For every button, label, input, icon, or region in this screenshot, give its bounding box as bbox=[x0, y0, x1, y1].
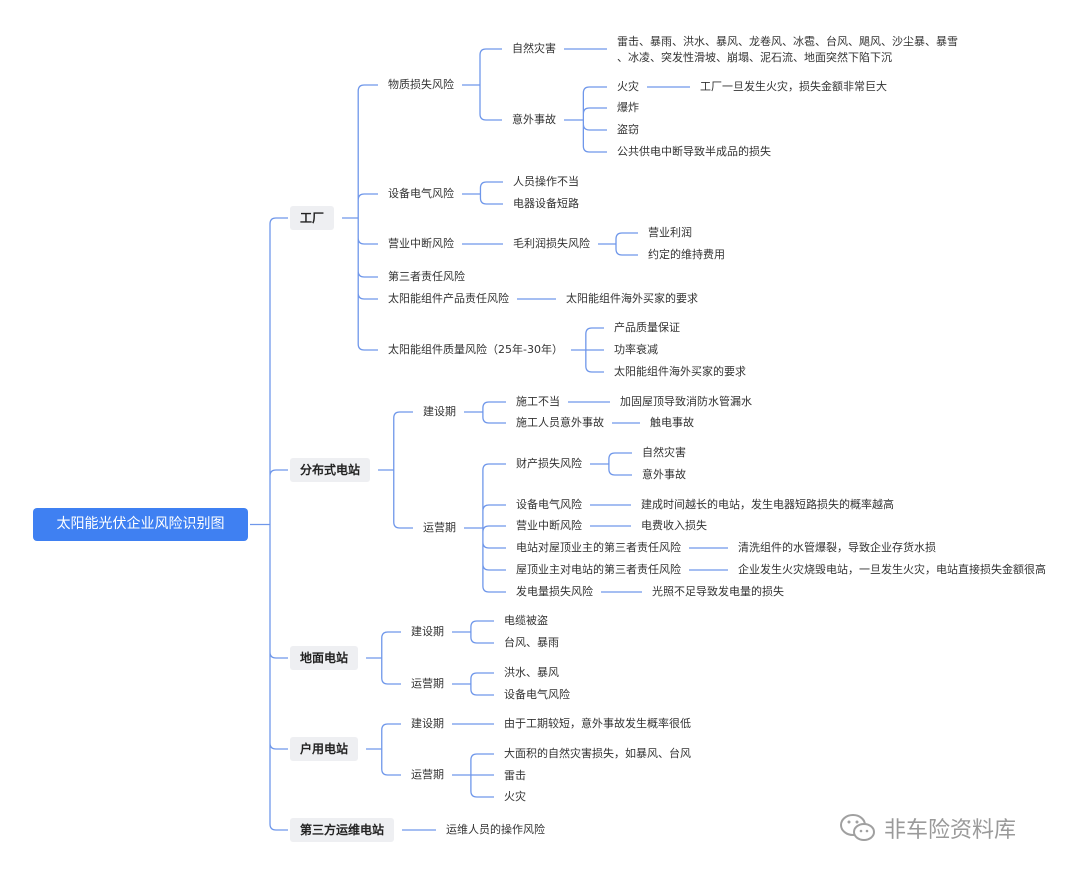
connector-h bbox=[366, 723, 401, 776]
natural-detail-line2: 、冰凌、突发性滑坡、崩塌、泥石流、地面突然下陷下沉 bbox=[617, 51, 892, 64]
node-property-loss[interactable]: 财产损失风险 bbox=[516, 457, 582, 470]
node-power-outage[interactable]: 公共供电中断导致半成品的损失 bbox=[617, 145, 771, 158]
node-household[interactable]: 户用电站 bbox=[290, 737, 359, 761]
connector-g2 bbox=[452, 672, 494, 696]
node-typhoon[interactable]: 台风、暴雨 bbox=[504, 636, 559, 649]
node-note[interactable]: 电费收入损失 bbox=[641, 519, 707, 532]
node-worker-accident[interactable]: 施工人员意外事故 bbox=[516, 416, 604, 429]
node-short-circuit[interactable]: 电器设备短路 bbox=[513, 197, 579, 210]
wechat-icon bbox=[840, 814, 875, 841]
node-construction[interactable]: 建设期 bbox=[411, 717, 444, 730]
node-operation[interactable]: 运营期 bbox=[411, 768, 444, 781]
node-fire[interactable]: 火灾 bbox=[504, 790, 526, 803]
node-om-risk[interactable]: 运维人员的操作风险 bbox=[446, 823, 545, 836]
node-owner-liability[interactable]: 屋顶业主对电站的第三者责任风险 bbox=[516, 563, 681, 576]
root-node[interactable]: 太阳能光伏企业风险识别图 bbox=[33, 508, 248, 541]
node-note[interactable]: 清洗组件的水管爆裂，导致企业存货水损 bbox=[738, 541, 936, 554]
node-accident[interactable]: 意外事故 bbox=[512, 113, 556, 126]
node-natural-disaster[interactable]: 自然灾害 bbox=[512, 42, 556, 55]
node-standing-charges[interactable]: 约定的维持费用 bbox=[648, 248, 725, 261]
node-note[interactable]: 光照不足导致发电量的损失 bbox=[652, 585, 784, 598]
node-product-liability[interactable]: 太阳能组件产品责任风险 bbox=[388, 292, 509, 305]
connector-d bbox=[378, 411, 413, 529]
node-equipment-risk[interactable]: 设备电气风险 bbox=[388, 187, 454, 200]
node-cable-theft[interactable]: 电缆被盗 bbox=[504, 614, 548, 627]
node-note[interactable]: 企业发生火灾烧毁电站，一旦发生火灾，电站直接损失金额很高 bbox=[738, 563, 1046, 576]
node-accident[interactable]: 意外事故 bbox=[642, 468, 686, 481]
node-power-decay[interactable]: 功率衰减 bbox=[614, 343, 658, 356]
connector-d2 bbox=[464, 463, 506, 593]
node-interruption[interactable]: 营业中断风险 bbox=[516, 519, 582, 532]
node-third-party-om[interactable]: 第三方运维电站 bbox=[290, 818, 395, 842]
connector-g bbox=[366, 631, 401, 685]
node-construction[interactable]: 建设期 bbox=[411, 625, 444, 638]
node-construction[interactable]: 建设期 bbox=[423, 405, 456, 418]
node-theft[interactable]: 盗窃 bbox=[617, 123, 639, 136]
node-note[interactable]: 建成时间越长的电站，发生电器短路损失的概率越高 bbox=[641, 498, 894, 511]
node-fire-note[interactable]: 工厂一旦发生火灾，损失金额非常巨大 bbox=[700, 80, 887, 93]
connector-root bbox=[250, 217, 288, 831]
watermark: 非车险资料库 bbox=[838, 812, 1016, 844]
connector-d21 bbox=[590, 452, 632, 476]
node-gross-profit[interactable]: 毛利润损失风险 bbox=[513, 237, 590, 250]
connector-f6 bbox=[570, 327, 604, 373]
node-lightning[interactable]: 雷击 bbox=[504, 769, 526, 782]
node-material-loss[interactable]: 物质损失风险 bbox=[388, 78, 454, 91]
node-distributed[interactable]: 分布式电站 bbox=[290, 458, 371, 482]
node-operation[interactable]: 运营期 bbox=[423, 521, 456, 534]
connector-f31 bbox=[598, 232, 638, 256]
node-operating-profit[interactable]: 营业利润 bbox=[648, 226, 692, 239]
connector-h2 bbox=[452, 753, 494, 798]
node-quality-risk[interactable]: 太阳能组件质量风险（25年-30年） bbox=[388, 343, 563, 356]
node-note[interactable]: 由于工期较短，意外事故发生概率很低 bbox=[504, 717, 691, 730]
node-equipment-risk[interactable]: 设备电气风险 bbox=[504, 688, 570, 701]
node-interruption[interactable]: 营业中断风险 bbox=[388, 237, 454, 250]
node-explosion[interactable]: 爆炸 bbox=[617, 101, 639, 114]
connector-g1 bbox=[452, 620, 494, 644]
connector-f1 bbox=[462, 48, 502, 121]
node-large-disaster[interactable]: 大面积的自然灾害损失，如暴风、台风 bbox=[504, 747, 691, 760]
node-third-party[interactable]: 第三者责任风险 bbox=[388, 270, 465, 283]
natural-detail-line1: 雷击、暴雨、洪水、暴风、龙卷风、冰雹、台风、飓风、沙尘暴、暴雪 bbox=[617, 35, 958, 48]
node-fire[interactable]: 火灾 bbox=[617, 80, 639, 93]
node-flood[interactable]: 洪水、暴风 bbox=[504, 666, 559, 679]
node-note[interactable]: 加固屋顶导致消防水管漏水 bbox=[620, 395, 752, 408]
node-generation-loss[interactable]: 发电量损失风险 bbox=[516, 585, 593, 598]
node-operation[interactable]: 运营期 bbox=[411, 677, 444, 690]
connector-f12 bbox=[564, 86, 607, 153]
node-natural-disaster[interactable]: 自然灾害 bbox=[642, 446, 686, 459]
node-equipment-risk[interactable]: 设备电气风险 bbox=[516, 498, 582, 511]
connector-f bbox=[342, 84, 378, 351]
node-natural-detail[interactable]: 雷击、暴雨、洪水、暴风、龙卷风、冰雹、台风、飓风、沙尘暴、暴雪、冰凌、突发性滑坡… bbox=[617, 34, 958, 66]
node-quality-guarantee[interactable]: 产品质量保证 bbox=[614, 321, 680, 334]
node-buyer-requirement[interactable]: 太阳能组件海外买家的要求 bbox=[614, 365, 746, 378]
node-factory[interactable]: 工厂 bbox=[290, 206, 335, 230]
node-product-note[interactable]: 太阳能组件海外买家的要求 bbox=[566, 292, 698, 305]
watermark-text: 非车险资料库 bbox=[884, 818, 1017, 843]
node-ground[interactable]: 地面电站 bbox=[290, 646, 359, 670]
connector-d1 bbox=[464, 401, 506, 424]
connector-f2 bbox=[462, 181, 503, 205]
node-liability-to-owner[interactable]: 电站对屋顶业主的第三者责任风险 bbox=[516, 541, 681, 554]
node-note[interactable]: 触电事故 bbox=[650, 416, 694, 429]
node-improper-construction[interactable]: 施工不当 bbox=[516, 395, 560, 408]
node-operator-error[interactable]: 人员操作不当 bbox=[513, 175, 579, 188]
